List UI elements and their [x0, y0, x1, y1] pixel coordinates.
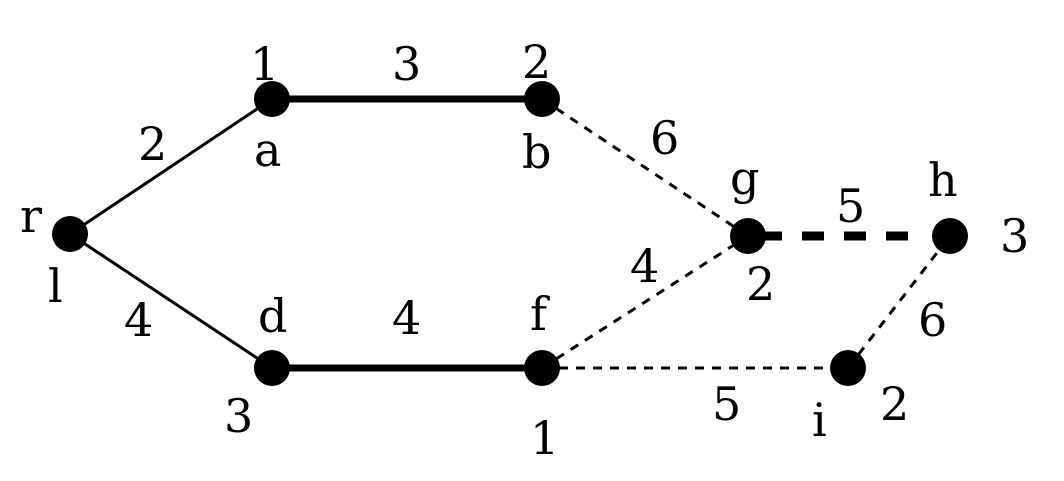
edge-weight-r-d: 4 — [124, 293, 153, 347]
edge-weight-f-g: 4 — [630, 239, 659, 293]
edge-weight-a-b: 3 — [392, 37, 421, 91]
node-f — [524, 350, 560, 386]
edge-r-a — [69, 97, 273, 236]
edge-weight-r-a: 2 — [138, 117, 167, 171]
edge-weight-f-i: 5 — [712, 377, 741, 431]
node-b — [524, 81, 560, 117]
edge-weight-g-h: 5 — [836, 179, 865, 233]
edge-r-d — [69, 232, 273, 370]
node-label-f: f — [530, 287, 550, 341]
node-value-r: l — [48, 259, 63, 313]
node-value-a: 1 — [250, 37, 279, 91]
edge-weight-i-h: 6 — [918, 293, 947, 347]
node-label-i: i — [812, 393, 827, 447]
node-label-h: h — [928, 153, 958, 207]
node-value-h: 3 — [1000, 209, 1029, 263]
node-label-a: a — [254, 123, 281, 177]
node-value-g: 2 — [746, 257, 775, 311]
node-i — [830, 350, 866, 386]
node-a — [254, 81, 290, 117]
edge-i-h — [846, 235, 952, 369]
node-g — [730, 218, 766, 254]
node-label-g: g — [730, 151, 759, 205]
node-label-d: d — [258, 289, 287, 343]
node-label-r: r — [20, 189, 42, 243]
node-value-i: 2 — [880, 377, 909, 431]
node-h — [932, 218, 968, 254]
edge-weight-d-f: 4 — [392, 291, 421, 345]
node-value-b: 2 — [522, 35, 551, 89]
edge-weight-b-g: 6 — [650, 111, 679, 165]
edge-f-g — [541, 234, 749, 370]
node-value-f: 1 — [530, 411, 559, 465]
node-label-b: b — [522, 125, 551, 179]
node-value-d: 3 — [224, 389, 253, 443]
edge-b-g — [541, 97, 749, 238]
node-r — [52, 216, 88, 252]
node-d — [254, 350, 290, 386]
